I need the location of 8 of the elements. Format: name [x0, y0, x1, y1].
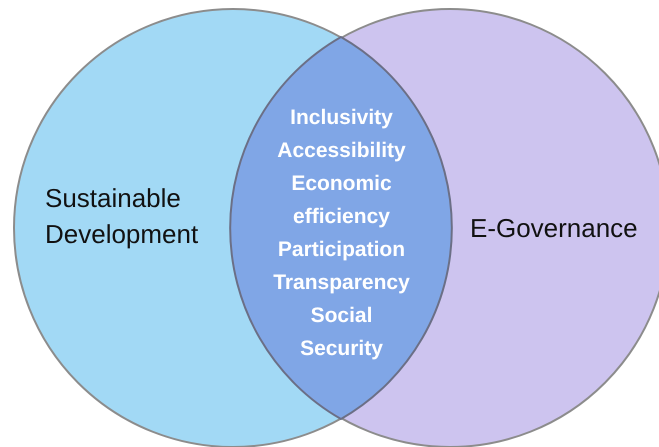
circle-label: Sustainable Development [45, 182, 200, 251]
overlap-item: Transparency [273, 270, 410, 296]
overlap-item: Accessibility [277, 138, 406, 164]
overlap-item: Inclusivity [290, 105, 393, 131]
circle-label: E-Governance [470, 212, 638, 245]
overlap-item: Participation [278, 237, 406, 263]
overlap-item: Social Security [299, 303, 384, 362]
overlap-item: Economic efficiency [290, 171, 393, 230]
